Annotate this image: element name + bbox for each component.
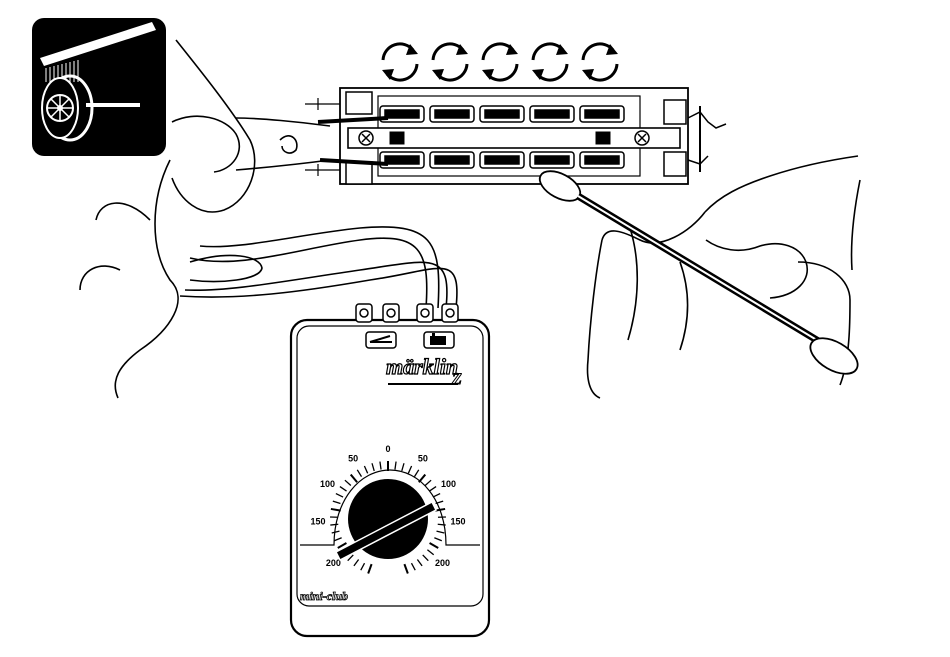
brush-wheel-cleaning-icon <box>32 18 166 156</box>
locomotive-chassis <box>305 88 726 184</box>
brand-logo: märklin <box>386 354 458 379</box>
dial-tick <box>330 524 338 525</box>
speed-controller: märklin Z 0 50 100 150 200 50 100 150 200 mini-c… <box>291 304 489 636</box>
rotation-arrow-icon <box>382 44 418 80</box>
locomotive-icon <box>424 332 454 348</box>
rotation-arrow-icon <box>432 44 468 80</box>
dial-label-right-100: 100 <box>441 479 456 489</box>
series-label: mini-club <box>300 589 348 603</box>
connection-wires <box>180 227 457 308</box>
dial-label-left-200: 200 <box>326 558 341 568</box>
dial-label-zero: 0 <box>385 444 390 454</box>
dial-label-left-100: 100 <box>320 479 335 489</box>
turnout-icon <box>366 332 396 348</box>
dial-label-left-50: 50 <box>348 453 358 463</box>
brand-scale: Z <box>451 371 462 388</box>
cotton-swab <box>535 165 864 381</box>
rotation-arrow-icon <box>482 44 518 80</box>
dial-label-left-150: 150 <box>311 516 326 526</box>
rotation-arrow-icon <box>582 44 618 80</box>
dial-label-right-200: 200 <box>435 558 450 568</box>
rotation-arrows <box>382 44 618 80</box>
dial-label-right-150: 150 <box>450 516 465 526</box>
dial-label-right-50: 50 <box>418 453 428 463</box>
dial-tick <box>438 524 446 525</box>
rotation-arrow-icon <box>532 44 568 80</box>
